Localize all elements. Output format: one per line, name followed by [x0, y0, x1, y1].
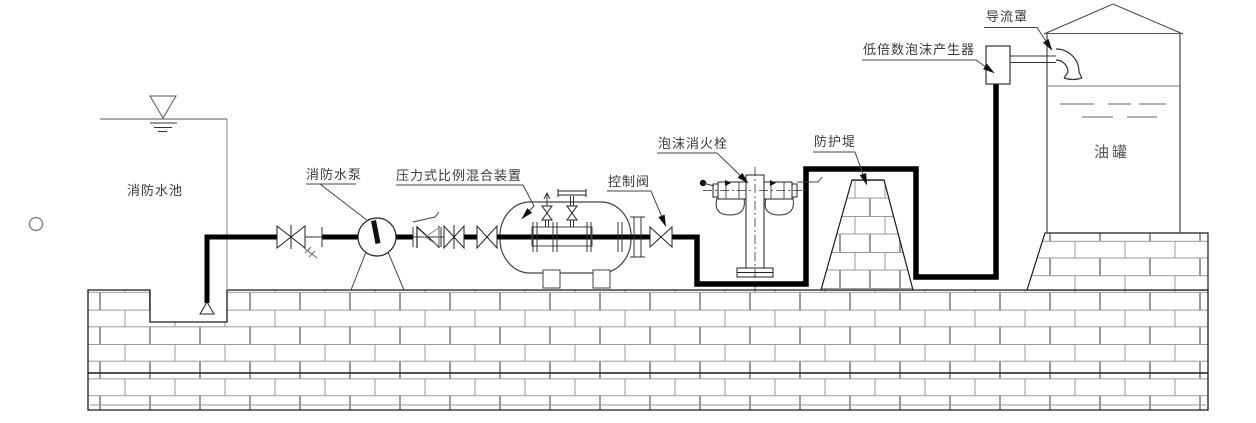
label-control-valve: 控制阀 — [608, 175, 651, 190]
fire-water-pool — [100, 95, 228, 290]
outlet-nozzle-flange — [630, 216, 645, 258]
vessel-leg — [542, 269, 561, 289]
water-level-icon — [149, 95, 177, 119]
leader-fire-pump — [306, 183, 369, 222]
foam-hydrant-symbol — [699, 167, 823, 292]
pump-needle-icon — [371, 220, 381, 244]
foam-generator-box — [985, 45, 1056, 85]
vessel-manifold — [531, 216, 645, 258]
vessel-top-valve-b — [557, 189, 587, 227]
proportioner-vessel — [499, 201, 632, 289]
fire-pump-symbol — [350, 217, 405, 291]
pipe-flanges — [321, 227, 442, 247]
label-oil-tank: 油罐 — [1094, 143, 1131, 161]
deflector-elbow — [1055, 48, 1083, 81]
label-fire-pump: 消防水泵 — [306, 168, 363, 183]
ground-platform — [87, 289, 1209, 411]
foot-valve-icon — [199, 301, 215, 315]
gate-valve-3 — [476, 224, 498, 250]
tank-foundation-mound — [1026, 232, 1209, 291]
liquid-level-dashes — [1060, 103, 1166, 118]
check-valve — [412, 211, 440, 248]
leader-control-valve — [607, 190, 667, 227]
vessel-leg — [592, 269, 611, 289]
oil-tank — [1043, 3, 1184, 233]
label-foam-hydrant: 泡沫消火栓 — [658, 137, 729, 152]
label-proportioning-device: 压力式比例混合装置 — [396, 169, 523, 184]
label-fire-water-pool: 消防水池 — [127, 184, 184, 199]
reference-circle-icon — [28, 216, 44, 232]
leader-proportioner — [396, 184, 535, 220]
label-deflector-hood: 导流罩 — [986, 10, 1029, 25]
leader-dike — [813, 151, 868, 186]
label-protective-dike: 防护堤 — [814, 135, 857, 150]
label-foam-generator: 低倍数泡沫产生器 — [863, 43, 976, 58]
vessel-top-valve-a — [541, 191, 553, 227]
leader-generator — [862, 59, 995, 74]
drain-symbol — [302, 246, 318, 259]
protective-dike — [820, 179, 914, 291]
gate-valve-1 — [276, 224, 318, 259]
leader-foam-hydrant — [657, 152, 749, 184]
leader-deflector — [984, 27, 1053, 51]
leader-lines — [306, 27, 1053, 227]
control-valve-symbol — [649, 225, 673, 249]
gate-valve-2 — [443, 224, 465, 250]
